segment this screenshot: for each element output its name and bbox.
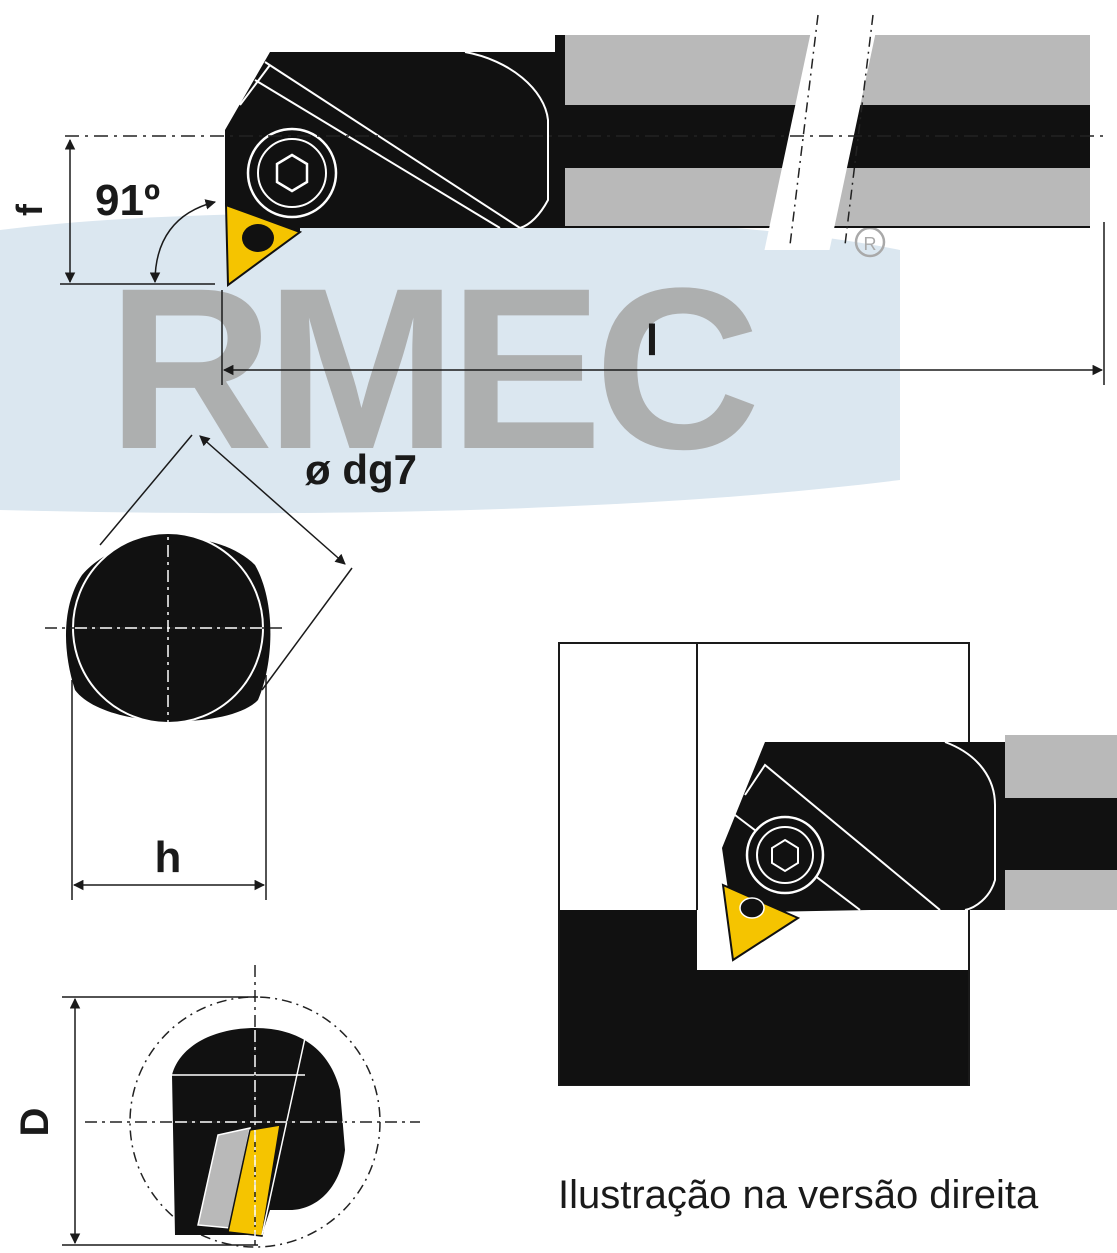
dimension-D: D xyxy=(13,996,258,1246)
label-dg7: ø dg7 xyxy=(305,446,417,493)
label-D: D xyxy=(13,1108,57,1137)
dimension-f: f xyxy=(9,138,215,285)
shank-cross-section xyxy=(45,520,285,745)
end-view xyxy=(85,965,420,1248)
dimension-dg7: ø dg7 xyxy=(99,434,417,691)
label-f: f xyxy=(9,203,50,216)
watermark-text: RMEC xyxy=(107,240,754,497)
caption: Ilustração na versão direita xyxy=(558,1173,1039,1217)
boring-illustration xyxy=(558,642,1117,1086)
dimension-h: h xyxy=(71,675,267,900)
boring-bar-side-view xyxy=(65,14,1105,287)
registered-letter: R xyxy=(864,234,877,254)
label-angle: 91º xyxy=(95,176,160,225)
label-l: l xyxy=(646,316,658,365)
label-h: h xyxy=(155,833,182,882)
watermark: RMEC R xyxy=(0,213,900,514)
dimension-l: l xyxy=(221,222,1105,385)
dimension-angle: 91º xyxy=(95,176,217,284)
end-view-insert-icon xyxy=(227,1124,281,1237)
